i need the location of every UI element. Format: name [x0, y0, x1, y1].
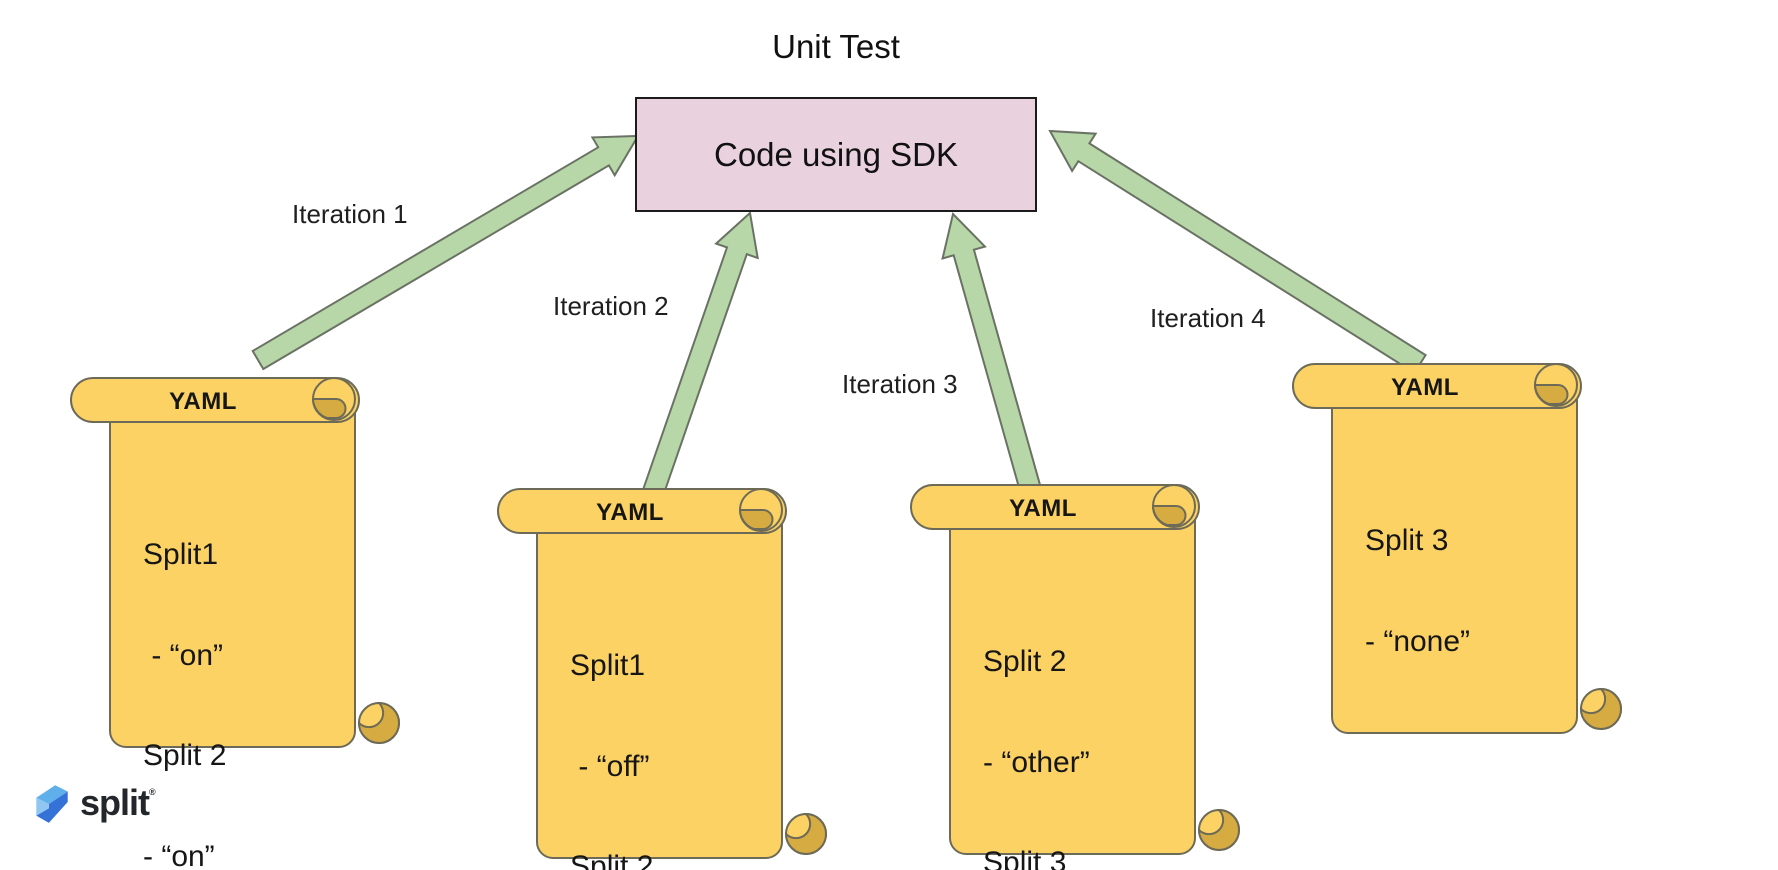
iteration-1-label: Iteration 1: [292, 199, 408, 229]
iteration-4-label: Iteration 4: [1150, 303, 1266, 333]
yaml-line: Split 2: [570, 850, 654, 870]
yaml-line: Split1: [143, 538, 219, 571]
yaml-line: Split 2: [983, 645, 1067, 678]
split-logo-icon: [36, 785, 68, 823]
code-using-sdk-box: Code using SDK: [635, 97, 1037, 212]
yaml-scroll-4: YAML Split 3 - “none”: [1292, 363, 1632, 741]
yaml-scroll-3: YAML Split 2 - “other” Split 3 - “low”: [910, 484, 1250, 870]
split-logo: split®: [33, 781, 156, 825]
scroll-icon: [70, 377, 400, 748]
yaml-line: Split 3: [983, 846, 1067, 870]
iteration-3-label: Iteration 3: [842, 369, 958, 399]
yaml-line: Split1: [570, 649, 646, 682]
arrow-iteration-4: [1048, 129, 1427, 375]
arrow-iteration-1: [251, 134, 640, 371]
scroll-icon: [497, 488, 827, 859]
yaml-header: YAML: [1391, 374, 1459, 401]
page-title: Unit Test: [772, 28, 900, 65]
yaml-content: Split 2 - “other” Split 3 - “low”: [983, 578, 1090, 870]
yaml-scroll-2: YAML Split1 - “off” Split 2 - “off” Spli…: [497, 488, 837, 870]
yaml-line: - “off”: [570, 749, 650, 783]
yaml-line: - “other”: [983, 745, 1090, 779]
yaml-content: Split 3 - “none”: [1365, 457, 1470, 725]
yaml-header: YAML: [169, 388, 237, 415]
trademark-symbol: ®: [149, 787, 156, 797]
scroll-icon: [1292, 363, 1622, 734]
yaml-line: - “on”: [143, 839, 215, 870]
yaml-line: Split 2: [143, 739, 227, 772]
yaml-scroll-1: YAML Split1 - “on” Split 2 - “on” Split …: [70, 377, 410, 870]
yaml-content: Split1 - “on” Split 2 - “on” Split 3 - “…: [143, 471, 238, 870]
split-logo-text: split®: [80, 782, 156, 823]
yaml-line: Split 3: [1365, 524, 1449, 557]
scroll-icon: [910, 484, 1240, 855]
yaml-content: Split1 - “off” Split 2 - “off” Split 3 -…: [570, 582, 715, 870]
yaml-line: - “on”: [143, 638, 224, 672]
arrow-iteration-3: [941, 212, 1042, 493]
yaml-line: - “none”: [1365, 624, 1471, 658]
iteration-2-label: Iteration 2: [553, 291, 669, 321]
sdk-box-label: Code using SDK: [714, 135, 958, 173]
split-wordmark: split: [80, 782, 150, 823]
yaml-header: YAML: [1009, 495, 1077, 522]
yaml-header: YAML: [596, 499, 664, 526]
arrow-iteration-2: [641, 211, 759, 498]
